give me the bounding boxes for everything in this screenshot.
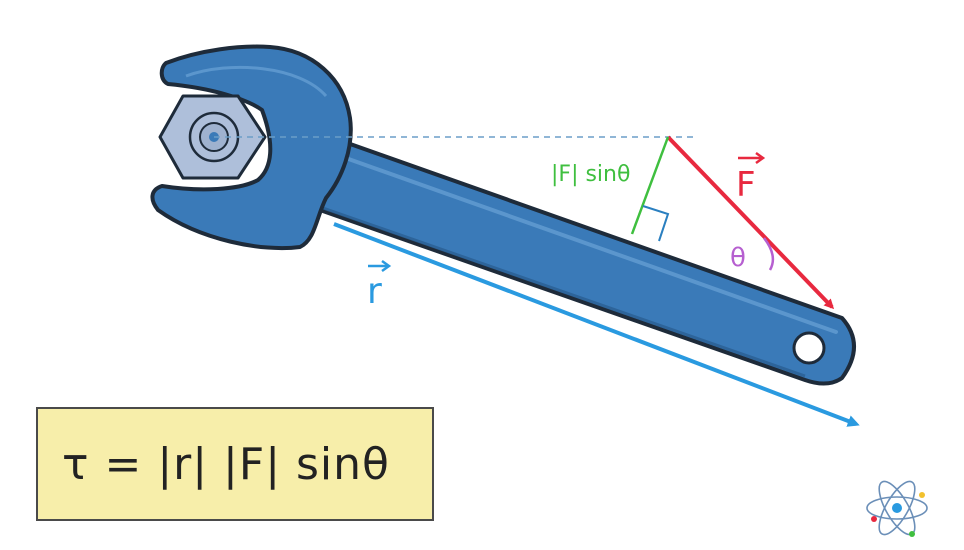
- perpendicular-component-line: [630, 136, 670, 235]
- force-label-text: F: [736, 165, 756, 205]
- angle-arc: [763, 237, 775, 271]
- force-vector: [666, 135, 835, 310]
- wrench-handle: [298, 126, 856, 386]
- torque-formula: τ = |r| |F| sinθ: [62, 438, 390, 490]
- wrench-head: [150, 44, 353, 251]
- handle-hole: [792, 331, 826, 365]
- atom-logo-icon: [866, 480, 928, 537]
- right-angle-marker: [642, 205, 670, 242]
- force-label: F: [736, 151, 766, 205]
- radius-label: r: [367, 259, 392, 312]
- radius-vector: [333, 222, 860, 427]
- radius-label-text: r: [367, 271, 382, 312]
- formula-box: τ = |r| |F| sinθ: [36, 407, 434, 521]
- angle-label: θ: [730, 243, 746, 273]
- perpendicular-component-label: |F| sinθ: [551, 162, 630, 187]
